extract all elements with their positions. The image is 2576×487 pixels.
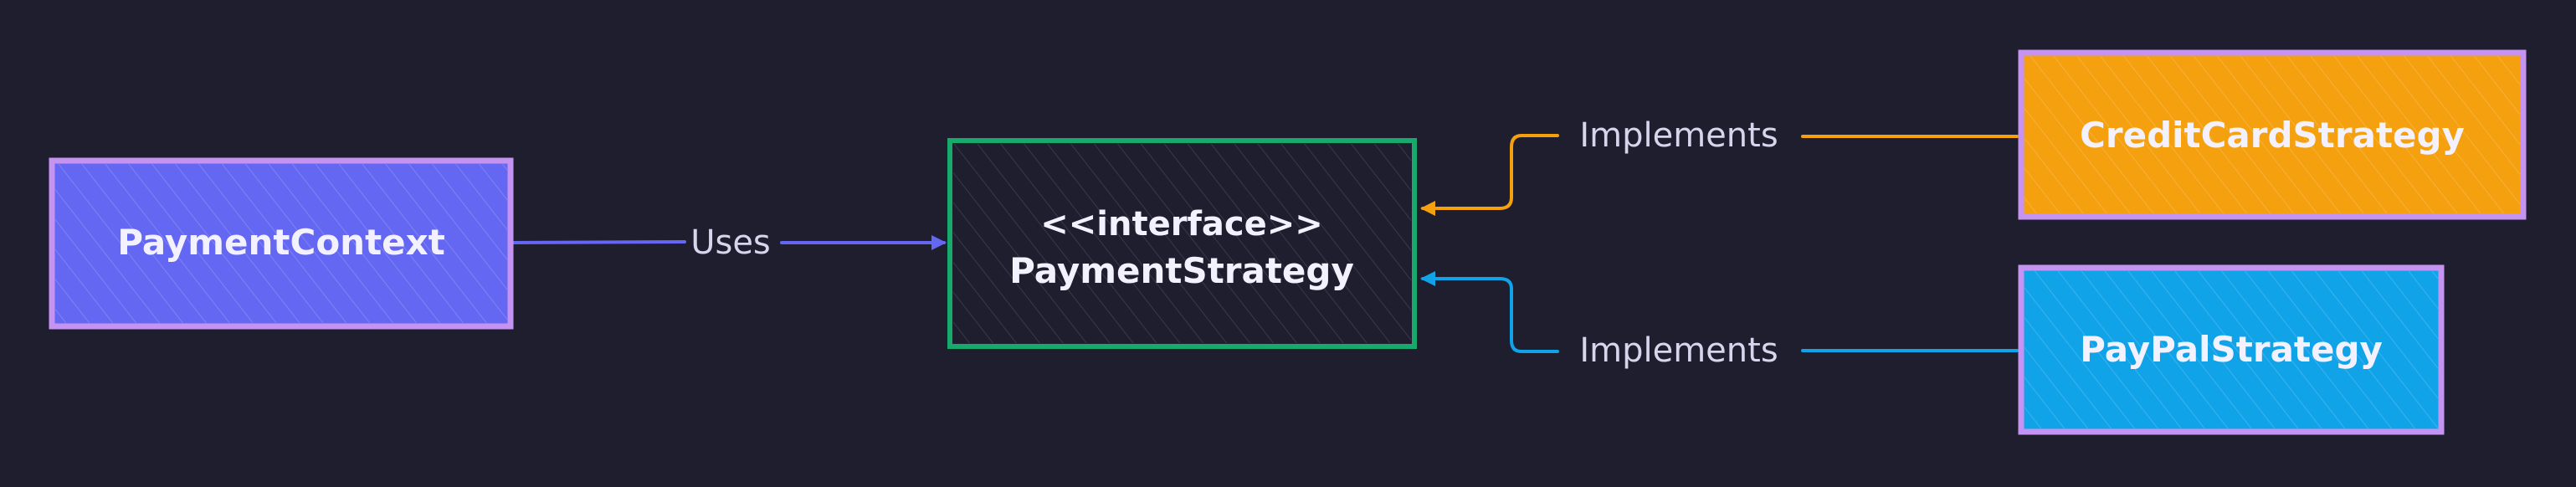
- payment-context-node[interactable]: PaymentContext: [49, 157, 514, 330]
- payment-strategy-stereotype: <<interface>>: [1040, 205, 1322, 244]
- paypal-strategy-hatch: [2024, 271, 2438, 428]
- paypal-strategy-label: PayPalStrategy: [2080, 329, 2383, 370]
- implements-credit-label: Implements: [1579, 116, 1778, 155]
- payment-strategy-node[interactable]: <<interface>> PaymentStrategy: [947, 138, 1417, 349]
- payment-strategy-hatch: [953, 144, 1411, 343]
- implements-credit-arrow: [1420, 134, 1559, 216]
- uses-connector: [511, 240, 686, 244]
- implements-paypal-arrow: [1420, 271, 1559, 353]
- credit-card-strategy-label: CreditCardStrategy: [2080, 115, 2465, 156]
- implements-paypal-label: Implements: [1579, 331, 1778, 370]
- credit-card-strategy-node[interactable]: CreditCardStrategy: [2018, 49, 2527, 220]
- payment-strategy-label: PaymentStrategy: [1009, 250, 1354, 291]
- credit-card-strategy-hatch: [2024, 56, 2520, 213]
- payment-context-hatch: [55, 164, 507, 323]
- implements-credit-edge: Implements: [1420, 116, 2019, 216]
- uses-edge: Uses: [511, 223, 947, 262]
- uses-label: Uses: [690, 223, 771, 262]
- implements-paypal-edge: Implements: [1420, 271, 2019, 370]
- paypal-strategy-node[interactable]: PayPalStrategy: [2018, 264, 2445, 435]
- payment-context-label: PaymentContext: [117, 222, 445, 263]
